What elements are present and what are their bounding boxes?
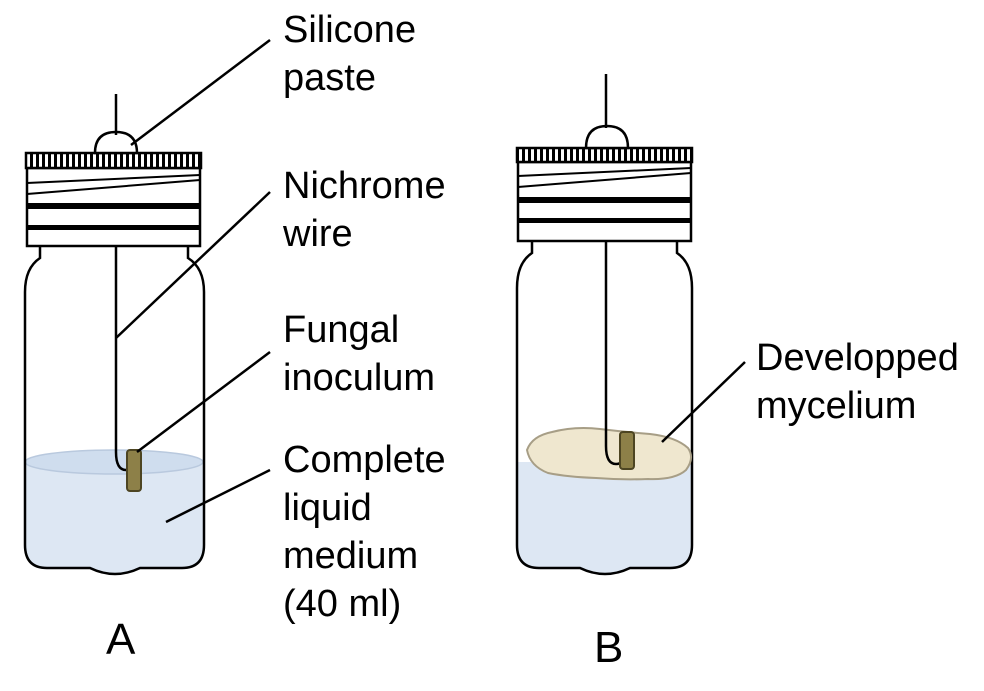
leader-developped-mycelium bbox=[661, 361, 746, 443]
label-liquid-medium: Complete liquid medium (40 ml) bbox=[283, 439, 446, 625]
panel-label-a: A bbox=[106, 615, 136, 664]
liquid-medium-b bbox=[517, 462, 692, 574]
fungal-inoculum-a bbox=[126, 449, 142, 492]
fungal-inoculum-b bbox=[619, 431, 635, 470]
leader-liquid-medium bbox=[165, 468, 271, 524]
silicone-paste-b bbox=[584, 124, 630, 150]
cap-knurl-a bbox=[24, 151, 203, 170]
silicone-paste-a bbox=[93, 130, 139, 155]
label-silicone-paste: Silicone paste bbox=[283, 9, 417, 99]
leader-silicone-paste bbox=[130, 39, 271, 146]
bottle-body-a bbox=[23, 246, 206, 576]
developped-mycelium bbox=[525, 427, 692, 481]
liquid-surface-a bbox=[24, 449, 204, 475]
nichrome-wire-a bbox=[114, 246, 135, 472]
liquid-medium-a bbox=[25, 462, 204, 574]
leader-lines bbox=[115, 39, 746, 524]
leader-fungal-inoculum bbox=[136, 351, 271, 453]
label-nichrome-wire: Nichrome wire bbox=[283, 165, 446, 255]
label-fungal-inoculum: Fungal inoculum bbox=[283, 309, 436, 399]
bottle-a bbox=[23, 94, 206, 576]
bottle-b bbox=[515, 74, 694, 576]
panel-label-b: B bbox=[594, 623, 624, 672]
label-developped-mycelium: Developped mycelium bbox=[756, 337, 959, 427]
bottle-body-b bbox=[515, 241, 694, 576]
leader-nichrome-wire bbox=[115, 191, 271, 339]
cap-knurl-b bbox=[515, 146, 694, 164]
